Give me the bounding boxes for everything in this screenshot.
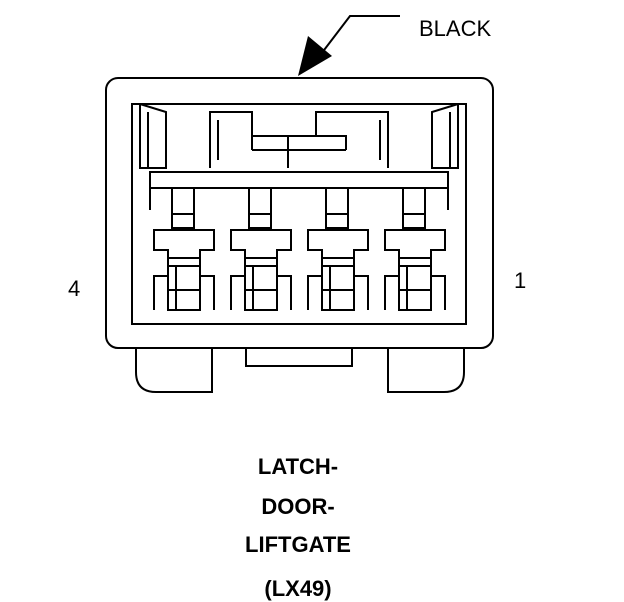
pin-number-left: 4 [68,276,81,301]
terminal-cavity [153,188,215,311]
connector-inner-frame [131,103,467,325]
color-leader-arrow [298,15,400,76]
connector-foot-right [387,348,465,393]
side-guide-left [139,103,167,169]
side-guide-right [431,103,459,169]
connector-title-line-1: LATCH- [257,454,339,479]
connector-key-center [245,348,353,367]
terminal-cavity [230,188,292,311]
pin-number-right: 1 [514,268,527,293]
terminal-cavity [384,188,446,311]
locking-tab [209,111,389,168]
connector-title-line-2: DOOR- [261,494,335,519]
connector-code: (LX49) [264,576,332,601]
terminal-cavities [153,188,446,311]
connector-title-line-3: LIFTGATE [245,532,351,557]
terminal-rail [149,171,449,210]
connector-housing [105,77,494,349]
connector-color-label: BLACK [419,16,492,41]
terminal-cavity [307,188,369,311]
connector-foot-left [135,348,213,393]
